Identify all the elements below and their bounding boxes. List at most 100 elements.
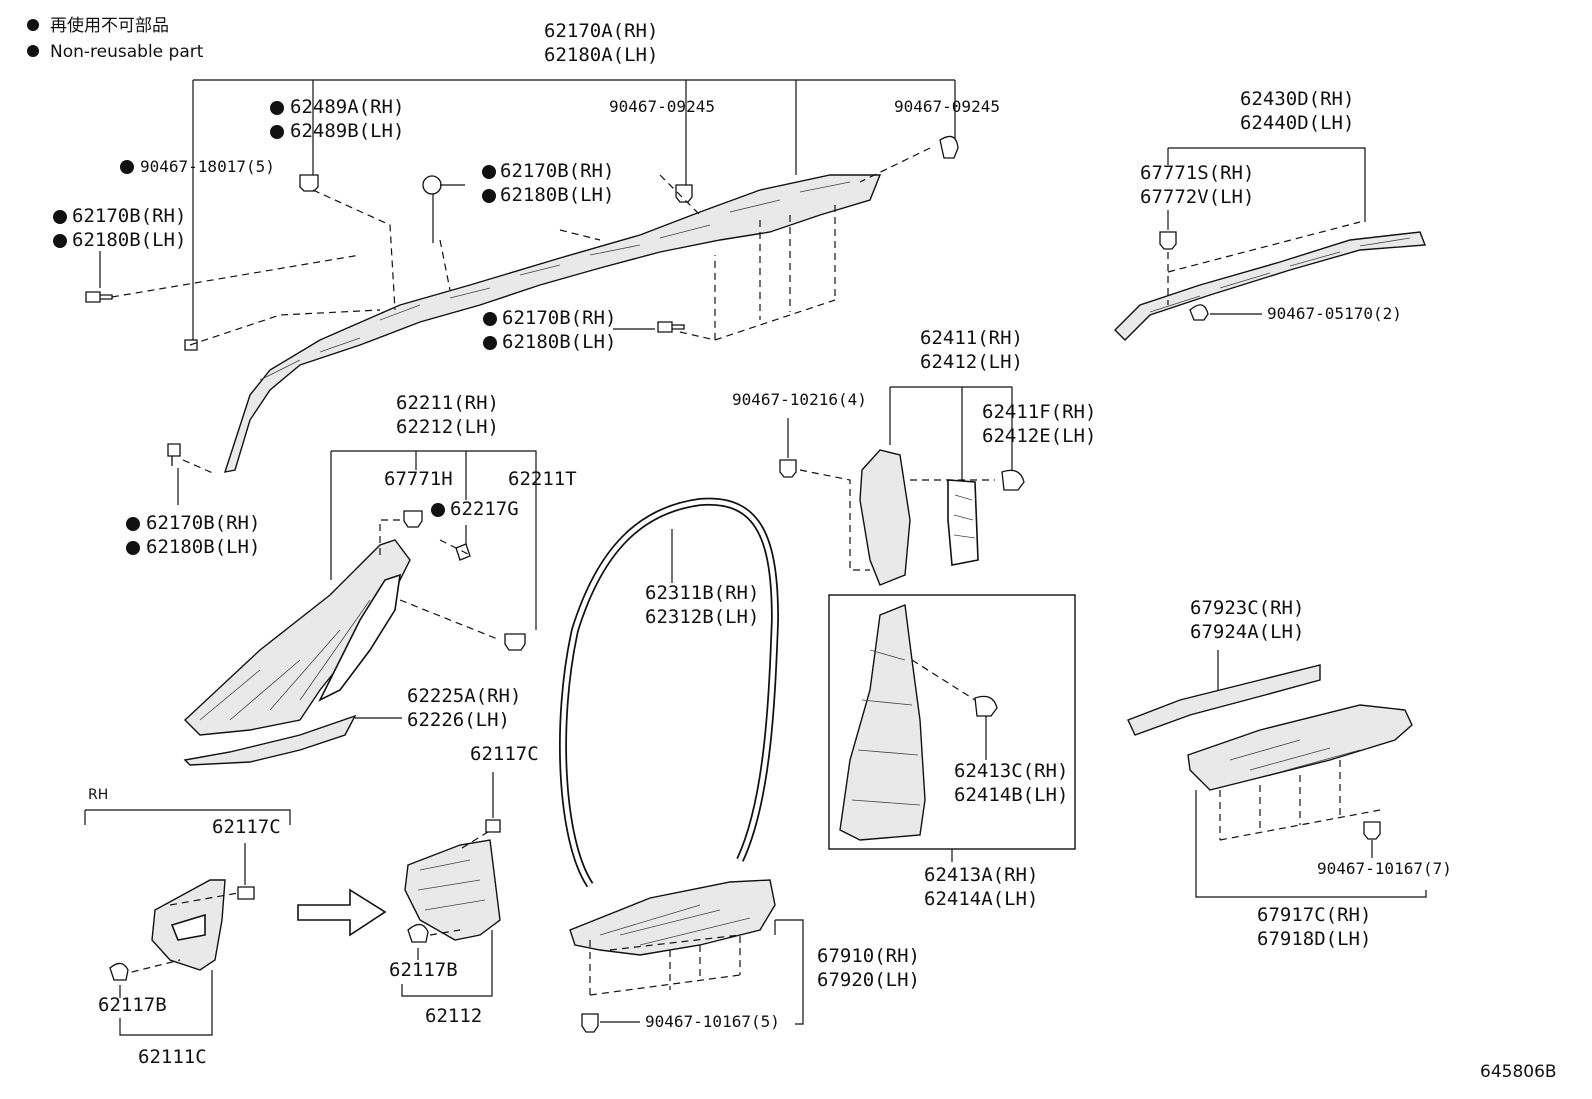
part-label: 62414A(LH) bbox=[924, 888, 1038, 910]
non-reusable-dot-icon bbox=[270, 101, 284, 115]
part-label: 62412(LH) bbox=[920, 351, 1023, 373]
dashed-line bbox=[911, 659, 976, 701]
roof-trim-right-group: 62430D(RH) 62440D(LH) 67771S(RH) 67772V(… bbox=[1114, 88, 1426, 341]
diagram-id: 645806B bbox=[1480, 1062, 1557, 1082]
clip-icon bbox=[237, 886, 255, 900]
clip-icon bbox=[974, 695, 998, 717]
part-label: 62226(LH) bbox=[407, 709, 510, 731]
rear-scuff-group: 67923C(RH) 67924A(LH) 90467-10167(7) 679… bbox=[1127, 597, 1452, 950]
part-label: 62170B(RH) bbox=[502, 307, 616, 329]
rh-label: RH bbox=[88, 787, 108, 803]
clip-icon bbox=[675, 184, 693, 203]
part-label: 62312B(LH) bbox=[645, 606, 759, 628]
part-label: 62211T bbox=[508, 468, 577, 490]
clip-icon bbox=[1363, 821, 1381, 840]
door-weatherstrip-inner bbox=[560, 499, 778, 887]
legend-japanese: 再使用不可部品 bbox=[50, 15, 169, 36]
non-reusable-dot-icon bbox=[27, 45, 39, 57]
leader-line bbox=[1195, 790, 1427, 898]
part-label: 67917C(RH) bbox=[1257, 904, 1371, 926]
part-label: 62430D(RH) bbox=[1240, 88, 1354, 110]
leader-line bbox=[401, 930, 493, 997]
pillar-hatch bbox=[199, 599, 371, 721]
part-label: 62117C bbox=[470, 743, 539, 765]
direction-arrow-icon bbox=[297, 888, 387, 937]
roof-side-garnish bbox=[223, 174, 882, 473]
dashed-line bbox=[589, 934, 741, 996]
dashed-line bbox=[1167, 221, 1361, 305]
front-scuff-group: 67910(RH) 67920(LH) 90467-10167(5) bbox=[569, 879, 920, 1033]
leader-line bbox=[432, 184, 465, 243]
clip-icon bbox=[1189, 304, 1209, 321]
clip-icon bbox=[504, 633, 526, 651]
part-label: 62440D(LH) bbox=[1240, 112, 1354, 134]
front-scuff-hatch bbox=[599, 904, 751, 946]
leader-line bbox=[889, 386, 1013, 480]
front-door-scuff-plate bbox=[569, 879, 776, 956]
clip-icon bbox=[407, 923, 429, 943]
part-label: 62180B(LH) bbox=[146, 536, 260, 558]
part-label: 62117B bbox=[389, 959, 458, 981]
leader-line bbox=[84, 809, 291, 825]
non-reusable-dot-icon bbox=[270, 125, 284, 139]
part-label: 67924A(LH) bbox=[1190, 621, 1304, 643]
screw-icon bbox=[657, 321, 685, 333]
part-label: 62180B(LH) bbox=[72, 229, 186, 251]
part-label: 62180A(LH) bbox=[544, 44, 658, 66]
door-weatherstrip bbox=[559, 497, 780, 888]
non-reusable-dot-icon bbox=[126, 541, 140, 555]
part-label: 67910(RH) bbox=[817, 945, 920, 967]
part-label: 62117C bbox=[212, 816, 281, 838]
non-reusable-dot-icon bbox=[53, 234, 67, 248]
clip-icon bbox=[109, 962, 129, 981]
center-pillar-lower-garnish bbox=[839, 604, 926, 841]
non-reusable-dot-icon bbox=[431, 503, 445, 517]
part-label: 62411(RH) bbox=[920, 327, 1023, 349]
non-reusable-dot-icon bbox=[482, 165, 496, 179]
part-label: 67920(LH) bbox=[817, 969, 920, 991]
clip-icon bbox=[939, 135, 959, 159]
dashed-line bbox=[1219, 760, 1381, 841]
non-reusable-dot-icon bbox=[483, 336, 497, 350]
part-label: 90467-09245 bbox=[894, 97, 1000, 116]
leader-line bbox=[774, 919, 804, 1025]
part-label: 67771S(RH) bbox=[1140, 162, 1254, 184]
part-label: 62170A(RH) bbox=[544, 20, 658, 42]
part-label: 62414B(LH) bbox=[954, 784, 1068, 806]
cowl-hatch bbox=[417, 859, 486, 911]
clip-icon bbox=[422, 175, 442, 195]
pillar-inner-panel bbox=[318, 573, 401, 702]
cowl-side-group: RH 62117C 62117B 62111C 62117C 62117B 62… bbox=[84, 743, 539, 1068]
part-label: 62170B(RH) bbox=[500, 160, 614, 182]
part-label: 62413A(RH) bbox=[924, 864, 1038, 886]
scuff-hatch bbox=[1229, 739, 1361, 773]
clip-icon bbox=[1001, 469, 1025, 491]
part-label: 62217G bbox=[450, 498, 519, 520]
leader-line bbox=[330, 450, 537, 595]
part-label: 90467-09245 bbox=[609, 97, 715, 116]
weatherstrip-group: 62311B(RH) 62312B(LH) bbox=[559, 497, 780, 888]
part-label: 62111C bbox=[138, 1046, 207, 1068]
front-pillar-group: 62211(RH) 62212(LH) 67771H 62211T 62217G… bbox=[183, 392, 577, 766]
dashed-line bbox=[429, 831, 489, 936]
clip-icon bbox=[581, 1013, 599, 1033]
part-label: 62211(RH) bbox=[396, 392, 499, 414]
part-label: 90467-18017(5) bbox=[140, 157, 275, 176]
part-label: 90467-05170(2) bbox=[1267, 304, 1402, 323]
non-reusable-dot-icon bbox=[482, 189, 496, 203]
leader-line bbox=[119, 970, 213, 1036]
rail-hatch bbox=[1149, 237, 1411, 313]
part-label: 62311B(RH) bbox=[645, 582, 759, 604]
cowl-side-trim-lh bbox=[404, 839, 501, 941]
part-label: 62112 bbox=[425, 1005, 482, 1027]
clip-icon bbox=[1159, 231, 1177, 250]
clip-icon bbox=[779, 459, 797, 478]
screw-icon bbox=[85, 291, 113, 303]
part-label: 62170B(RH) bbox=[72, 205, 186, 227]
cowl-trim-insert bbox=[170, 913, 206, 941]
part-label: 90467-10167(5) bbox=[645, 1012, 780, 1031]
non-reusable-dot-icon bbox=[27, 19, 39, 31]
part-label: 62413C(RH) bbox=[954, 760, 1068, 782]
part-label: 67918D(LH) bbox=[1257, 928, 1371, 950]
